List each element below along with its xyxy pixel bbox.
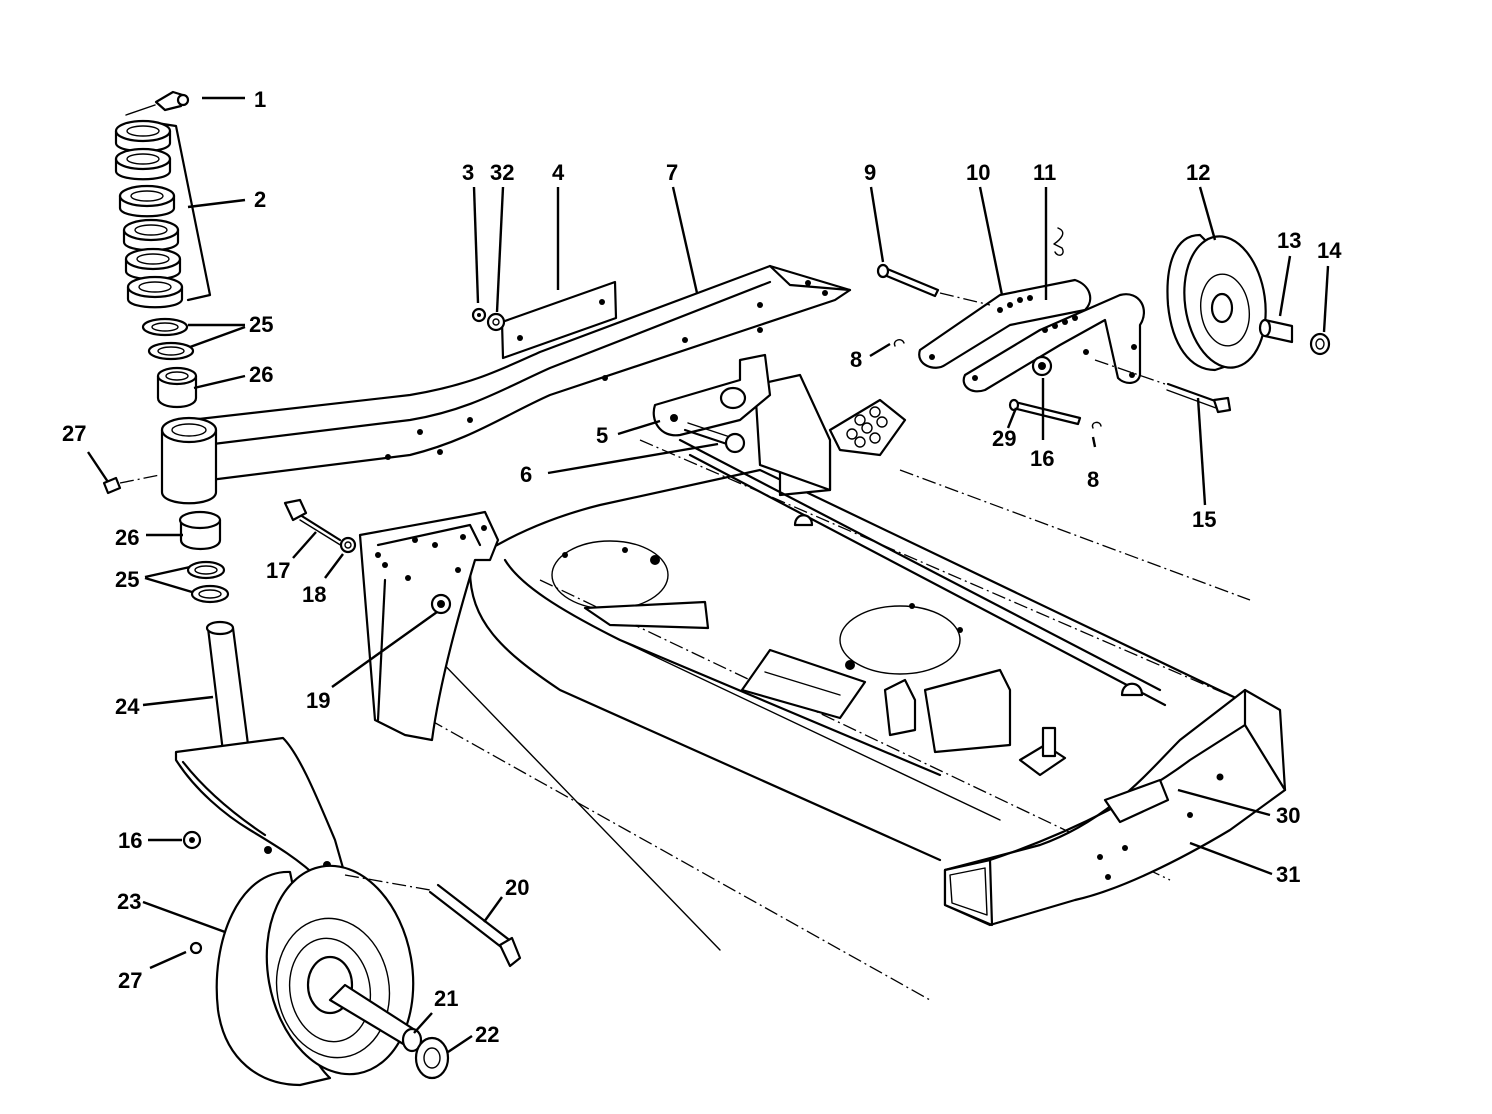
callout-27-top: 27 — [62, 421, 86, 446]
callout-2: 2 — [254, 187, 266, 212]
callout-22: 22 — [475, 1022, 499, 1047]
callout-labels: 1 2 3 32 4 7 9 10 11 12 13 14 25 26 27 5… — [62, 87, 1342, 1047]
callout-5: 5 — [596, 423, 608, 448]
main-arm — [160, 264, 852, 505]
callout-8-left: 8 — [850, 347, 862, 372]
callout-4: 4 — [552, 160, 565, 185]
rear-wheel — [1166, 233, 1331, 372]
callout-32: 32 — [490, 160, 514, 185]
callout-29: 29 — [992, 426, 1016, 451]
front-bumper — [943, 688, 1287, 927]
callout-19: 19 — [306, 688, 330, 713]
callout-27-bottom: 27 — [118, 968, 142, 993]
callout-12: 12 — [1186, 160, 1210, 185]
mower-deck — [429, 373, 1251, 1001]
callout-25-bottom: 25 — [115, 567, 139, 592]
side-bracket — [283, 498, 500, 742]
callout-16-right: 16 — [1030, 446, 1054, 471]
callout-9: 9 — [864, 160, 876, 185]
callout-20: 20 — [505, 875, 529, 900]
callout-17: 17 — [266, 558, 290, 583]
callout-1: 1 — [254, 87, 266, 112]
rear-bracket — [876, 227, 1232, 429]
callout-10: 10 — [966, 160, 990, 185]
pivot-bracket — [652, 353, 772, 454]
callout-3: 3 — [462, 160, 474, 185]
spacer-rings — [114, 119, 184, 309]
callout-31: 31 — [1276, 862, 1300, 887]
callout-6: 6 — [520, 462, 532, 487]
callout-15: 15 — [1192, 507, 1216, 532]
callout-8-right: 8 — [1087, 467, 1099, 492]
callout-25-top: 25 — [249, 312, 273, 337]
callout-21: 21 — [434, 986, 458, 1011]
callout-13: 13 — [1277, 228, 1301, 253]
callout-14: 14 — [1317, 238, 1342, 263]
callout-23: 23 — [117, 889, 141, 914]
callout-18: 18 — [302, 582, 326, 607]
spacer-stack — [102, 90, 212, 495]
callout-11: 11 — [1033, 160, 1056, 185]
caster-assembly — [174, 510, 522, 1087]
leader-lines — [87, 96, 1330, 1053]
callout-26-bottom: 26 — [115, 525, 139, 550]
callout-7: 7 — [666, 160, 678, 185]
callout-24: 24 — [115, 694, 140, 719]
plate-4 — [471, 280, 618, 360]
callout-16-left: 16 — [118, 828, 142, 853]
callout-26-top: 26 — [249, 362, 273, 387]
callout-30: 30 — [1276, 803, 1300, 828]
